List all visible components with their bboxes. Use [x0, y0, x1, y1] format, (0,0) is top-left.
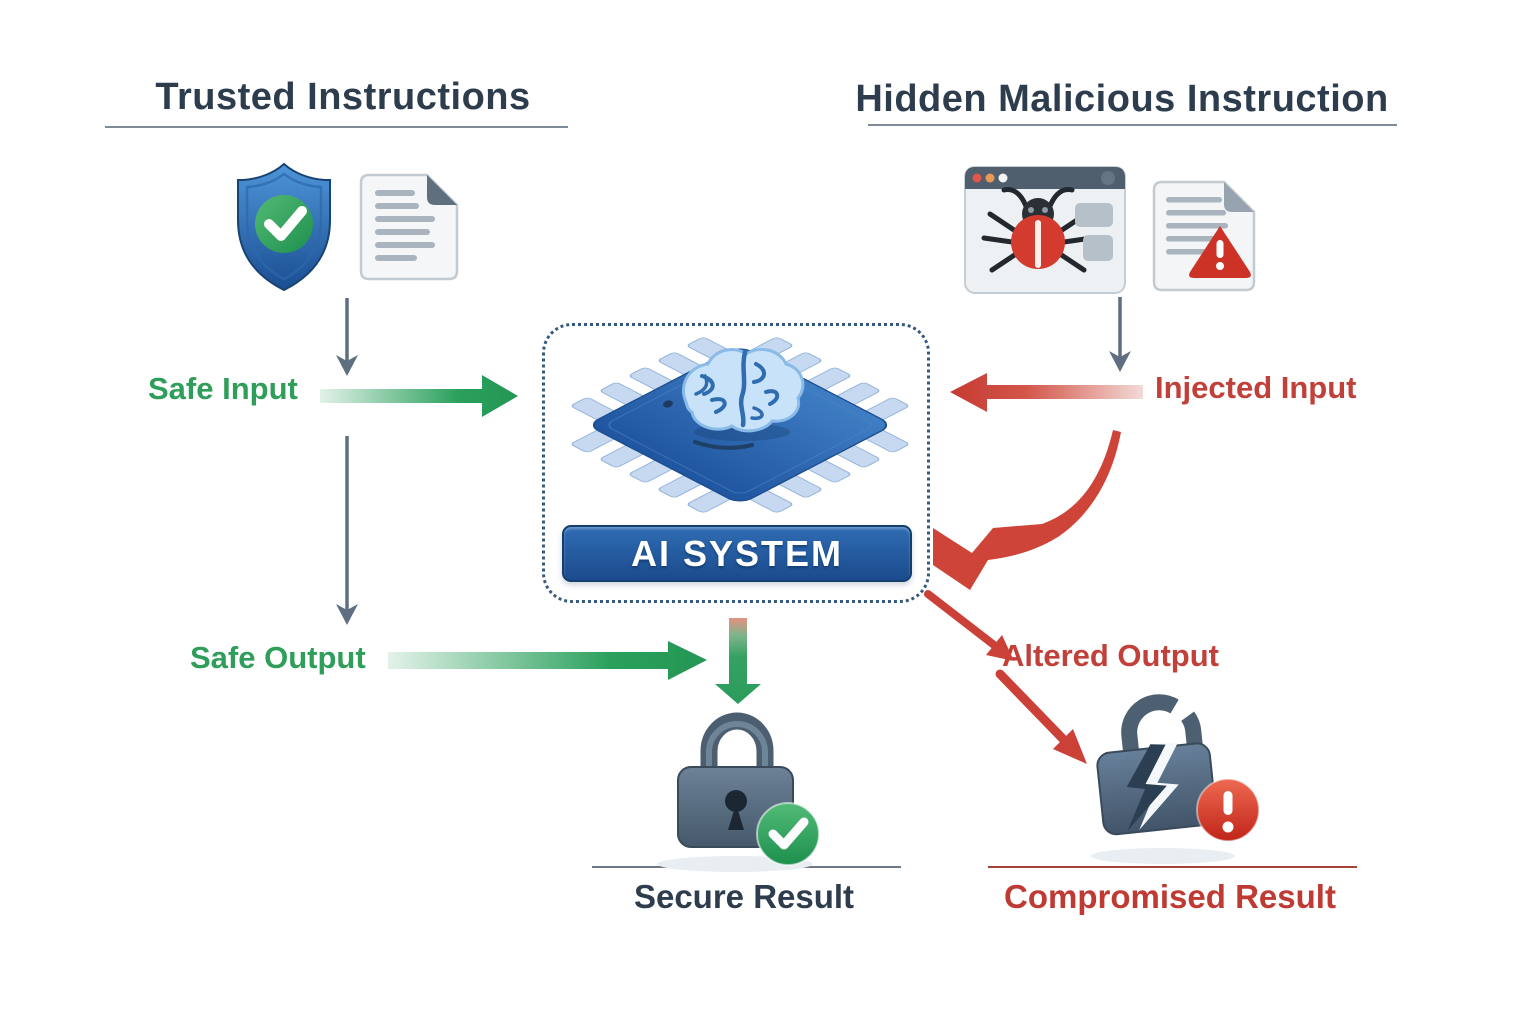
- warning-document-icon: [1152, 180, 1256, 292]
- safe-output-label: Safe Output: [190, 640, 366, 675]
- chip-dot-mark: [663, 400, 673, 408]
- broken-lock-group: [1096, 694, 1217, 836]
- browser-content-blocks: [1075, 203, 1113, 261]
- ai-chip-brain-icon: [571, 337, 909, 513]
- trusted-down-arrow: [336, 298, 358, 376]
- lock-shackle-highlight: [706, 721, 768, 766]
- brain-glyph: [682, 348, 805, 441]
- compromised-result-label: Compromised Result: [1004, 878, 1336, 915]
- lock-keyhole: [725, 790, 747, 830]
- malicious-down-arrow: [1109, 297, 1131, 372]
- safe-output-arrow: [388, 641, 707, 680]
- warning-document-text-lines: [1166, 197, 1228, 255]
- injected-input-label: Injected Input: [1155, 370, 1357, 405]
- browser-bug-icon: [964, 166, 1126, 294]
- heading-malicious: Hidden Malicious Instruction: [855, 78, 1389, 120]
- safe-flow-down-arrow: [336, 436, 358, 625]
- broken-shackle-left: [1121, 694, 1179, 756]
- broken-lock-alert-icon: [1091, 694, 1260, 864]
- shield-inner-rim: [245, 172, 323, 281]
- injected-input-arrow: [950, 373, 1143, 412]
- warning-document-dogear: [1224, 182, 1254, 212]
- heading-trusted-underline: [105, 126, 568, 128]
- broken-shackle-right: [1180, 711, 1203, 749]
- ai-system-banner-label: AI SYSTEM: [630, 532, 844, 574]
- warning-triangle: [1189, 226, 1251, 278]
- chip-curve-mark: [693, 440, 754, 450]
- crack-bolt: [1126, 744, 1167, 832]
- ai-output-down-arrow: [715, 618, 761, 704]
- heading-malicious-underline: [868, 124, 1397, 126]
- secure-check-badge: [756, 802, 820, 866]
- document-icon: [359, 173, 459, 281]
- heading-trusted: Trusted Instructions: [155, 76, 531, 118]
- browser-window-dots: [972, 171, 1115, 185]
- shield-check-icon: [237, 162, 331, 292]
- chip-inner-edge: [608, 356, 872, 494]
- compromised-result-line: [988, 866, 1357, 868]
- check-mark: [264, 206, 307, 241]
- injection-bolt-swoosh: [933, 430, 1121, 590]
- altered-output-arrow-out: [995, 669, 1087, 764]
- broken-lock-shadow: [1091, 848, 1235, 864]
- secure-result-label: Secure Result: [633, 878, 855, 915]
- alert-badge: [1196, 778, 1260, 842]
- lock-check-icon: [657, 712, 820, 872]
- document-text-lines: [375, 190, 435, 261]
- safe-input-label: Safe Input: [148, 371, 298, 406]
- ai-system-banner: AI SYSTEM: [562, 525, 912, 582]
- browser-titlebar: [965, 167, 1125, 189]
- altered-output-arrow-in: [924, 590, 1014, 661]
- altered-output-label: Altered Output: [1002, 638, 1219, 673]
- safe-input-arrow: [320, 375, 518, 417]
- document-dogear: [427, 175, 457, 205]
- ai-system-dashed-box: [542, 323, 930, 603]
